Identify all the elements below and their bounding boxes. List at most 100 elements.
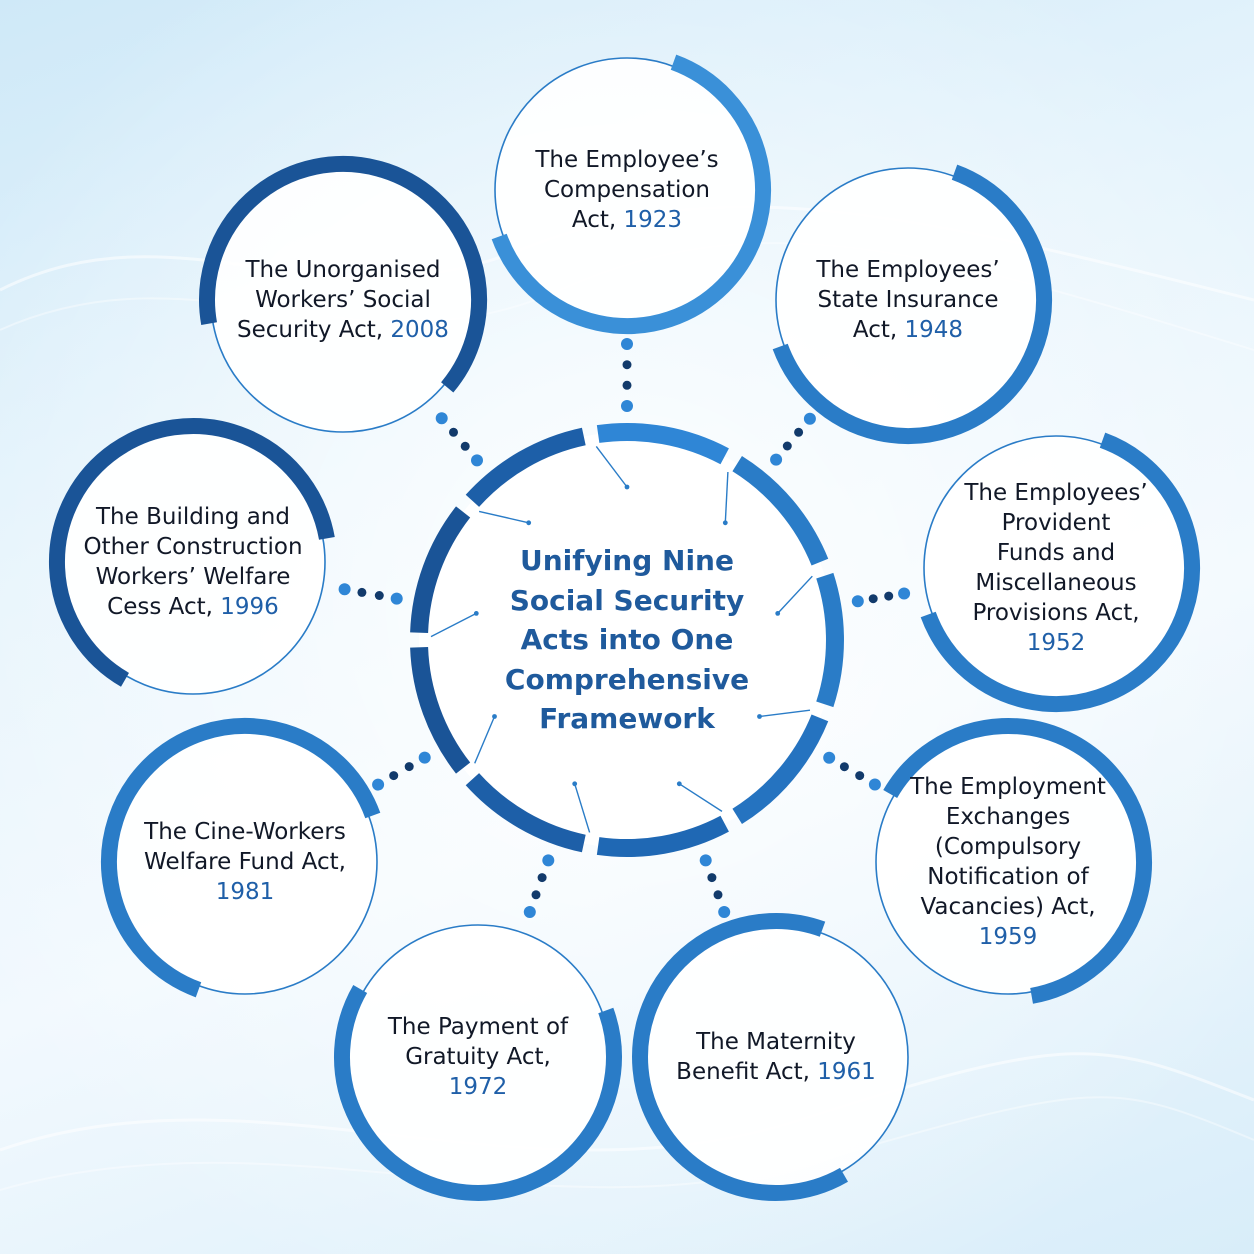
connector-dot [338, 583, 351, 596]
act-name-line: Workers’ Social [255, 287, 431, 313]
act-name-line: Miscellaneous [975, 570, 1137, 596]
connector-dot [622, 380, 632, 390]
act-name-line: (Compulsory [934, 834, 1082, 860]
connector-dot [839, 762, 849, 772]
hub-segment [596, 815, 729, 857]
act-name-line: Cess Act, [107, 594, 221, 620]
act-circle-8 [48, 418, 335, 695]
center-title-line: Framework [539, 702, 715, 736]
act-name-line: Gratuity Act, [405, 1044, 551, 1070]
act-name-line: Compensation [544, 177, 710, 203]
connector-dot [621, 338, 633, 350]
connector-dot [435, 412, 448, 425]
act-circle-arc [48, 418, 335, 687]
act-name-line: Notification of [927, 864, 1089, 890]
hub-segment [465, 773, 586, 853]
act-name-line: The Employee’s [535, 147, 719, 173]
connector-dot [713, 890, 723, 900]
connector-dot [884, 591, 894, 601]
connector-dot [523, 906, 536, 918]
connector-dot [794, 427, 804, 437]
act-year: 1952 [1026, 630, 1086, 656]
hub-segment [732, 714, 829, 825]
act-name-line: Benefit Act, [676, 1059, 818, 1085]
act-name-line: The Employment [910, 774, 1106, 800]
hub-arrow-head [722, 520, 728, 526]
connector-dot [460, 441, 470, 451]
act-year: 1961 [817, 1059, 876, 1085]
hub-arrow [759, 709, 811, 718]
hub-segment [596, 423, 729, 465]
hub-arrow-head [624, 484, 630, 490]
act-year: 1972 [448, 1074, 508, 1100]
act-year: 1959 [978, 924, 1038, 950]
hub-segment [410, 506, 471, 634]
connector-dots [338, 338, 911, 918]
act-name-line: The Unorganised [245, 257, 441, 283]
act-name-line: Workers’ Welfare [95, 564, 291, 590]
act-name-line: Other Construction [83, 534, 303, 560]
act-year: 1981 [215, 879, 275, 905]
hub-arrow [474, 716, 496, 764]
act-circle-arc [920, 432, 1200, 712]
act-circle-4 [875, 717, 1152, 1004]
hub-arrow [724, 471, 729, 523]
act-circle-arc [334, 985, 622, 1201]
connector-dot [404, 762, 414, 772]
hub-arrow [478, 510, 529, 524]
act-name-line: Funds and [996, 540, 1116, 566]
hub-arrow-head [676, 781, 682, 787]
act-circles [48, 54, 1200, 1201]
act-name-line: Security Act, [237, 317, 391, 343]
act-circle-arc [199, 155, 488, 393]
hub-arrow-head [526, 520, 532, 526]
hub-arrow [595, 445, 628, 488]
connector-dot [537, 873, 547, 883]
hub-segment [410, 646, 471, 774]
connector-dot [855, 771, 865, 781]
act-name-line: Act, [571, 207, 624, 233]
hub-arrow-head [757, 714, 762, 719]
connector-dot [621, 400, 633, 412]
act-name-line: Provident [1001, 510, 1111, 536]
act-name-line: Welfare Fund Act, [144, 849, 346, 875]
connector-dot [868, 778, 881, 791]
hub-segment [816, 572, 844, 708]
connector-dot [390, 592, 403, 605]
act-name-line: Act, [852, 317, 905, 343]
center-title-line: Social Security [509, 583, 745, 617]
hub-arrow [678, 783, 723, 812]
act-circle-arc [772, 164, 1052, 444]
connector-dot [699, 854, 712, 867]
act-circle-2 [772, 164, 1052, 444]
connector-dot [449, 427, 458, 437]
act-circle-9 [199, 155, 488, 433]
act-name-line: The Cine-Workers [144, 819, 346, 845]
act-circle-arc [883, 717, 1152, 1004]
act-name-line: The Maternity [696, 1029, 856, 1055]
connector-dot [418, 751, 431, 764]
act-name-line: The Employees’ [816, 257, 1000, 283]
connector-dot [823, 751, 836, 764]
connector-dot [770, 453, 783, 466]
hub-arrow [430, 612, 477, 638]
act-circle-7 [101, 718, 381, 998]
act-year: 1923 [623, 207, 683, 233]
center-title-line: Unifying Nine [520, 544, 734, 578]
act-circle-arc [491, 54, 771, 334]
connector-dot [357, 587, 367, 597]
act-name-line: The Payment of [387, 1014, 569, 1040]
act-name-line: Provisions Act, [972, 600, 1140, 626]
connector-dot [782, 441, 792, 451]
connector-dot [471, 454, 483, 467]
connector-dot [851, 595, 864, 608]
act-name-line: The Building and [96, 504, 290, 530]
act-circle-3 [920, 432, 1200, 712]
hub-segment [465, 427, 586, 507]
hub-fill [419, 432, 835, 848]
